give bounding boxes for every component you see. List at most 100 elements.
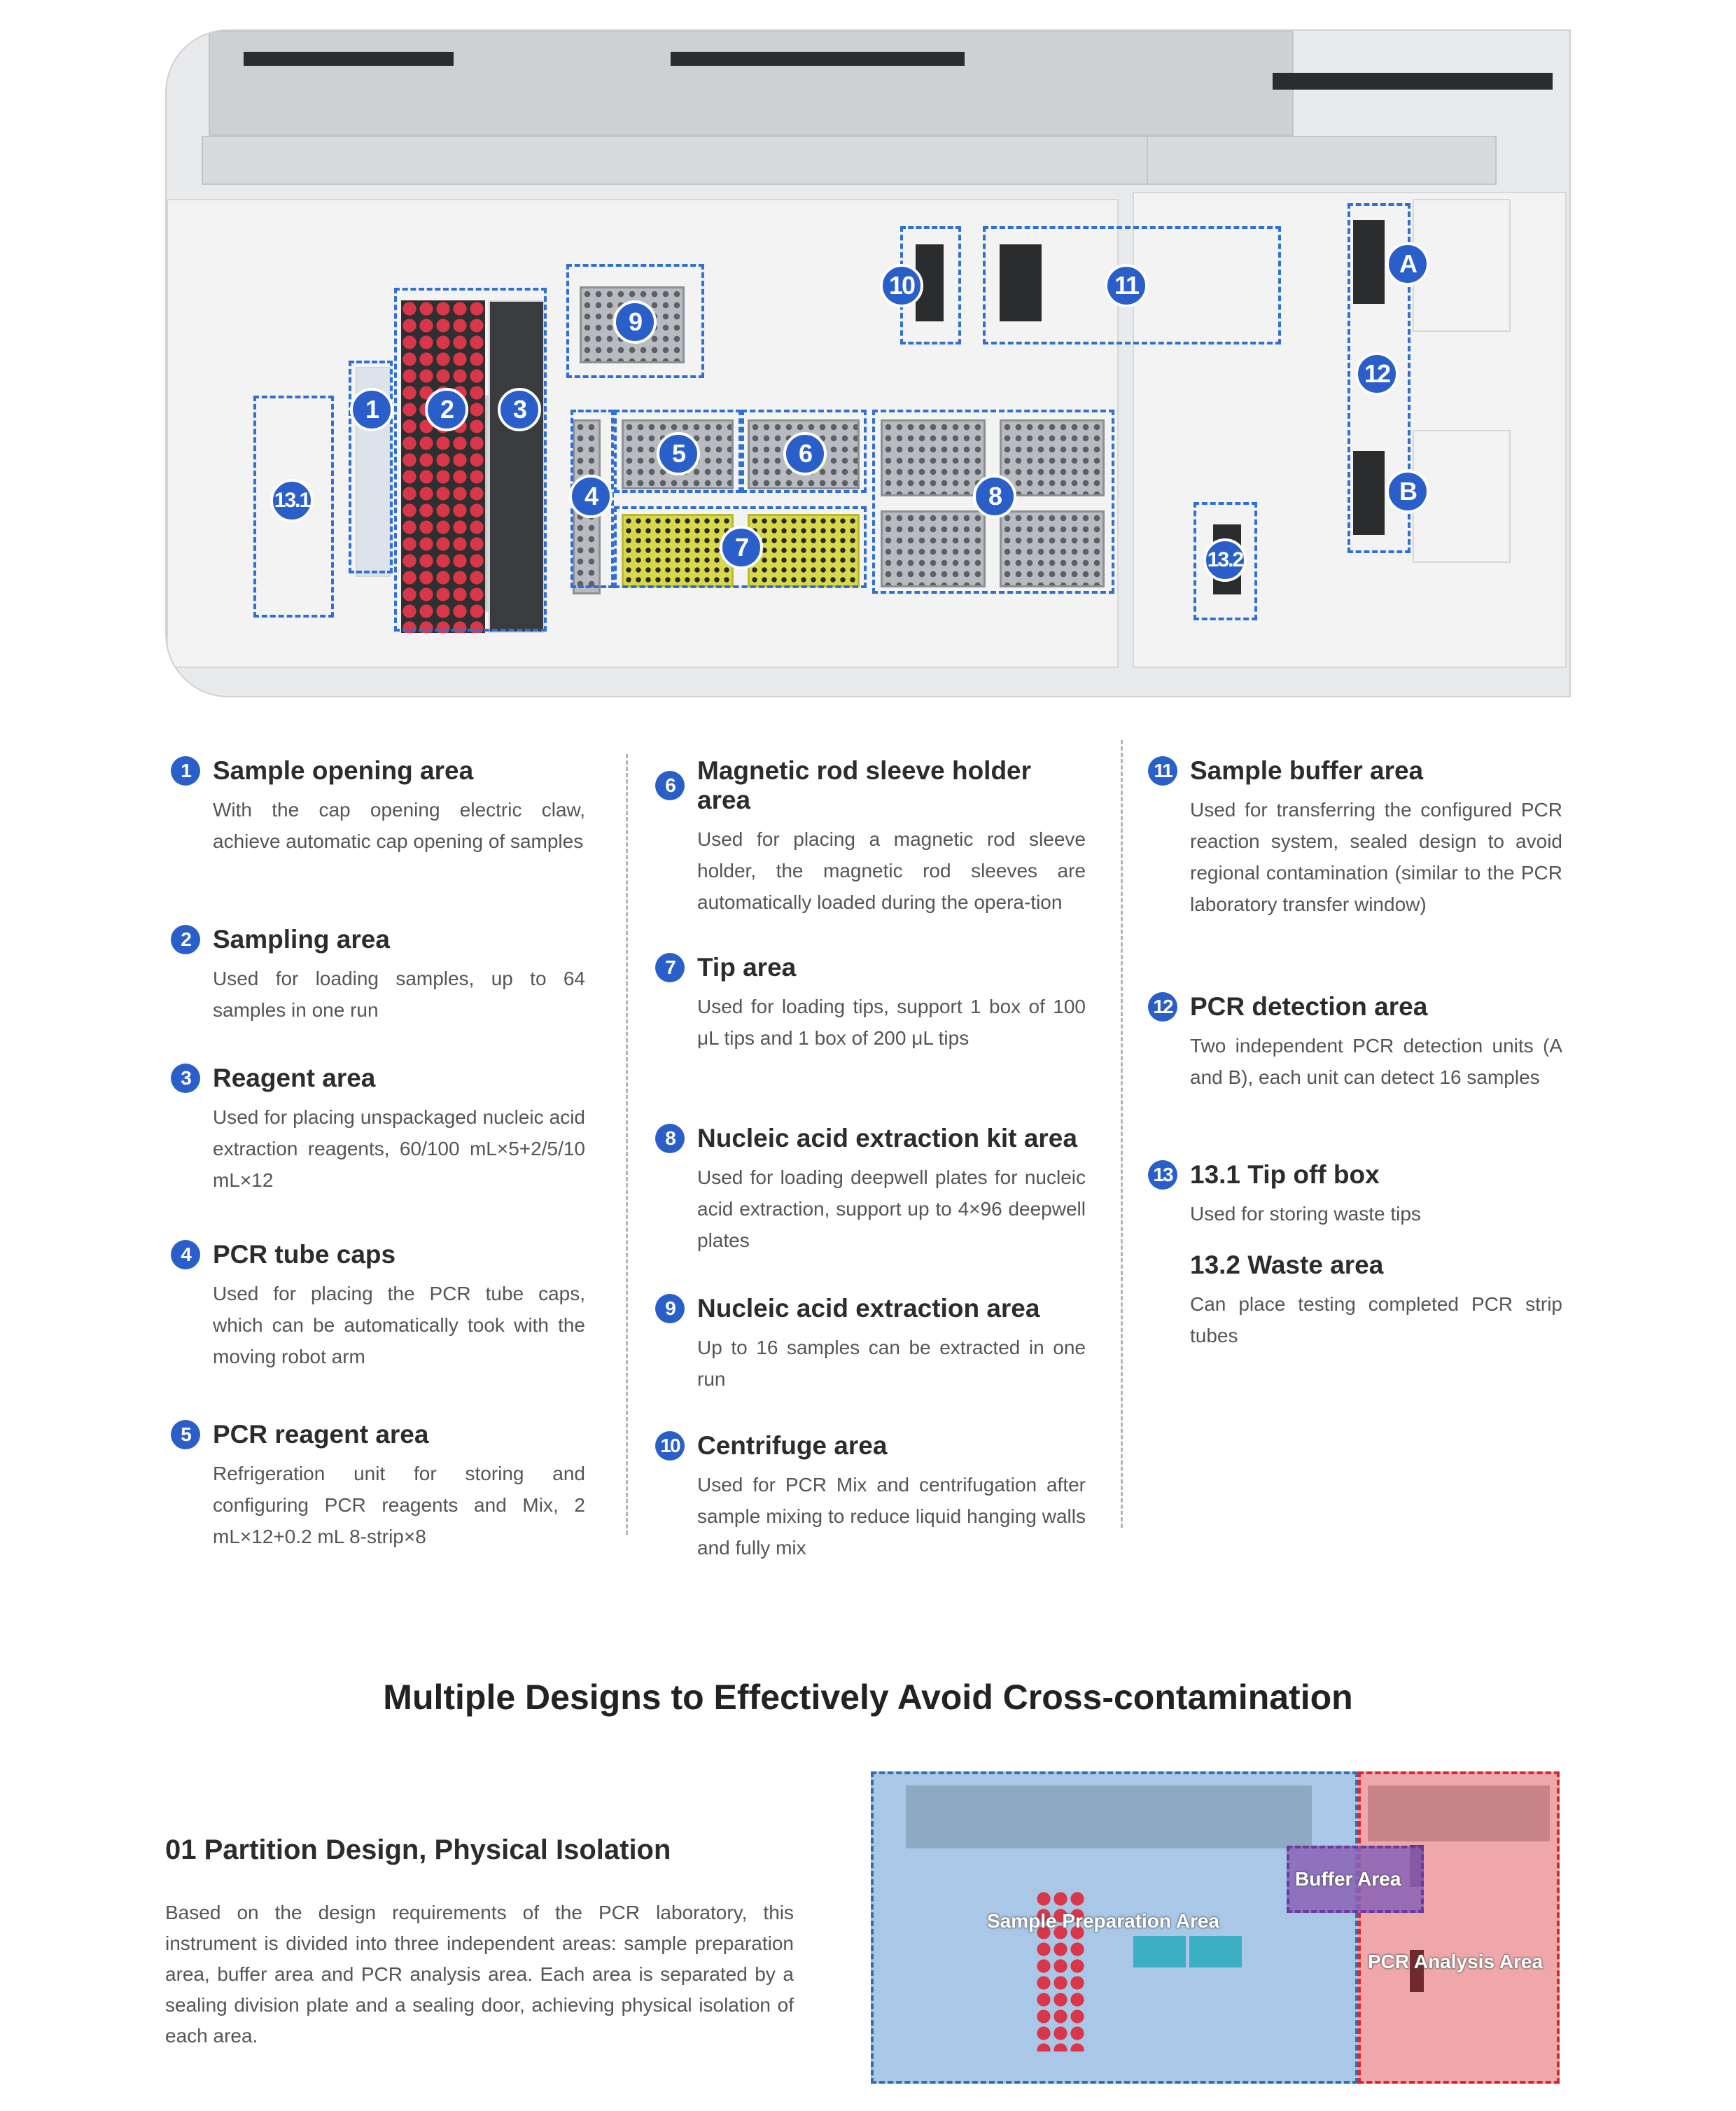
zone-2-3 [394, 288, 547, 632]
area-item-10: 10 Centrifuge area Used for PCR Mix and c… [655, 1431, 1086, 1563]
section-heading: Multiple Designs to Effectively Avoid Cr… [383, 1678, 1353, 1717]
number-badge: 10 [655, 1431, 685, 1461]
area-title: PCR detection area [1190, 992, 1428, 1021]
gantry [1368, 1785, 1550, 1841]
number-badge: 2 [171, 925, 200, 954]
marker-9: 9 [613, 300, 657, 344]
area-title: 13.2 Waste area [1190, 1250, 1384, 1279]
area-title: Reagent area [213, 1064, 376, 1092]
marker-2: 2 [425, 388, 468, 431]
reagent-rack [489, 300, 545, 633]
number-badge: 3 [171, 1064, 200, 1093]
zone-13-1 [253, 396, 334, 618]
area-title: 13.1 Tip off box [1190, 1160, 1380, 1189]
area-item-13-1: 13 13.1 Tip off box Used for storing wast… [1148, 1160, 1562, 1229]
area-description: Used for placing the PCR tube caps, whic… [213, 1283, 585, 1367]
area-description: Used for transferring the configured PCR… [1190, 799, 1562, 915]
number-badge: 12 [1148, 992, 1177, 1022]
marker-1: 1 [350, 388, 393, 431]
partition-title: 01 Partition Design, Physical Isolation [165, 1834, 671, 1865]
number-badge: 4 [171, 1240, 200, 1269]
deepwell-plate [881, 510, 986, 587]
tip-box-200 [748, 514, 860, 587]
zone-9 [566, 264, 704, 378]
zone-11 [983, 226, 1281, 344]
area-description: Can place testing completed PCR strip tu… [1190, 1293, 1562, 1346]
cable-chain [1273, 73, 1553, 90]
zone-1 [349, 361, 393, 573]
tip-box-100 [622, 514, 734, 587]
number-badge: 8 [655, 1124, 685, 1153]
gantry-rail [209, 31, 1294, 136]
buffer-slot [1000, 244, 1042, 321]
marker-7: 7 [720, 526, 763, 569]
deepwell-plate [1000, 419, 1105, 496]
zone-diagram: Sample Preparation Area Buffer Area PCR … [871, 1771, 1560, 2084]
marker-12: 12 [1355, 352, 1399, 396]
sample-tubes [1035, 1890, 1084, 2051]
area-description: Used for PCR Mix and centrifugation afte… [697, 1474, 1086, 1559]
zone-7 [614, 506, 867, 588]
partition-description: Based on the design requirements of the … [165, 1902, 794, 2047]
buffer-zone [1287, 1846, 1424, 1913]
area-description: Used for loading tips, support 1 box of … [697, 996, 1086, 1049]
tip-box [1189, 1936, 1242, 1967]
column-divider [1121, 740, 1123, 1528]
number-badge: 9 [655, 1294, 685, 1323]
pcr-unit-b [1410, 1950, 1424, 1992]
area-description: With the cap opening electric claw, achi… [213, 799, 585, 852]
marker-11: 11 [1105, 264, 1148, 307]
zone-8 [872, 410, 1114, 594]
marker-13-2: 13.2 [1203, 538, 1247, 582]
deepwell-plate [1000, 510, 1105, 587]
gantry-beam [1147, 136, 1497, 185]
area-title: Sample buffer area [1190, 756, 1424, 785]
area-description: Used for storing waste tips [1190, 1203, 1421, 1225]
area-title: Magnetic rod sleeve holder area [697, 756, 1032, 814]
area-description: Used for placing unspackaged nucleic aci… [213, 1106, 585, 1191]
pcr-unit-a [1353, 220, 1385, 304]
area-description: Refrigeration unit for storing and confi… [213, 1463, 585, 1547]
marker-b: B [1386, 470, 1429, 513]
number-badge: 1 [171, 756, 200, 786]
pcr-analysis-label: PCR Analysis Area [1368, 1951, 1544, 1972]
marker-10: 10 [880, 264, 923, 307]
area-title: Centrifuge area [697, 1431, 888, 1460]
number-badge: 11 [1148, 756, 1177, 786]
area-title: Nucleic acid extraction area [697, 1294, 1040, 1323]
marker-a: A [1386, 242, 1429, 286]
pcr-lid-b [1413, 430, 1511, 563]
gantry [906, 1785, 1312, 1848]
marker-8: 8 [973, 475, 1016, 518]
marker-4: 4 [569, 475, 612, 518]
instrument-top-view: 1 2 3 4 5 6 7 8 9 10 11 12 A B 13.1 13.2 [165, 29, 1571, 697]
gantry-beam [202, 136, 1287, 185]
area-item-7: 7 Tip area Used for loading tips, support… [655, 953, 1086, 1054]
area-description: Used for loading deepwell plates for nuc… [697, 1166, 1086, 1251]
zone-12 [1348, 203, 1410, 553]
tip-box [1133, 1936, 1186, 1967]
area-title: Tip area [697, 953, 797, 982]
deepwell-plate [881, 419, 986, 496]
marker-5: 5 [657, 432, 700, 475]
number-badge: 7 [655, 953, 685, 982]
number-badge: 13 [1148, 1160, 1177, 1190]
area-title: Sampling area [213, 925, 390, 954]
sample-tube-rack [401, 300, 485, 633]
zone-6 [741, 410, 867, 493]
number-badge: 6 [655, 771, 685, 800]
sample-preparation-label: Sample Preparation Area [987, 1910, 1219, 1932]
pcr-unit-b [1353, 451, 1385, 535]
buffer-area-label: Buffer Area [1295, 1868, 1401, 1890]
zone-13-2 [1194, 502, 1257, 620]
column-divider [626, 754, 628, 1535]
area-item-11: 11 Sample buffer area Used for transferri… [1148, 756, 1562, 920]
area-title: PCR tube caps [213, 1240, 396, 1269]
area-title: Sample opening area [213, 756, 474, 785]
area-description: Two independent PCR detection units (A a… [1190, 1035, 1562, 1088]
zone-5 [614, 410, 741, 493]
